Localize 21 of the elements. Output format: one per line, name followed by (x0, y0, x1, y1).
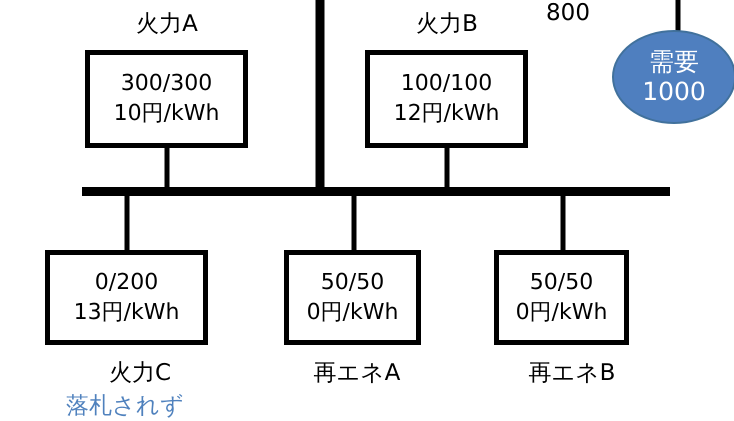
generator-box: 50/50 0円/kWh (494, 250, 629, 345)
plant-label: 火力B (416, 10, 478, 39)
plant-label: 火力C (108, 359, 172, 388)
connector-line (164, 148, 170, 187)
flow-value: 800 (546, 0, 590, 26)
connector-line (352, 196, 356, 250)
connector-line (444, 148, 450, 187)
connector-line (676, 0, 680, 31)
plant-label: 再エネA (314, 359, 400, 388)
generator-box: 50/50 0円/kWh (284, 250, 421, 345)
connector-line (316, 0, 324, 187)
note-text: 落札されず (66, 392, 184, 421)
connector-line (560, 196, 566, 250)
generator-box: 100/100 12円/kWh (365, 50, 528, 148)
bus-bar (82, 187, 670, 196)
generator-box: 0/200 13円/kWh (45, 250, 208, 345)
plant-label: 火力A (136, 10, 198, 39)
plant-label: 再エネB (528, 359, 616, 388)
demand-circle: 需要 1000 (612, 30, 734, 124)
connector-line (124, 196, 130, 250)
generator-box: 300/300 10円/kWh (85, 50, 248, 148)
